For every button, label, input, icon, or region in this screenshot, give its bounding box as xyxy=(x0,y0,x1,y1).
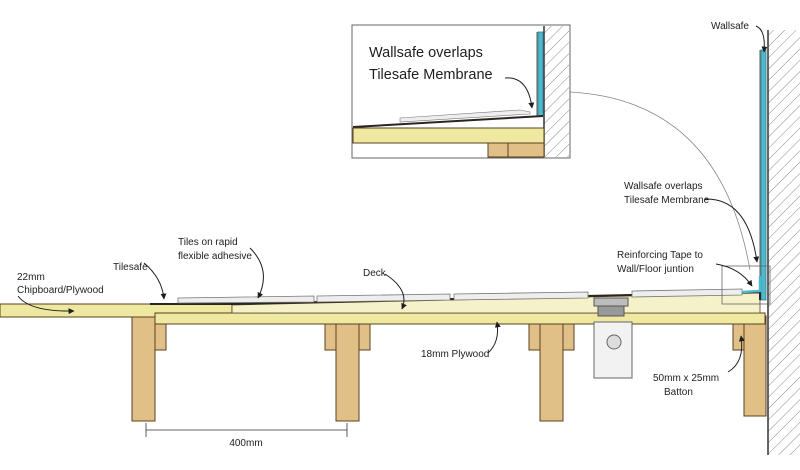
leader-tiles xyxy=(249,247,264,299)
inset-connector xyxy=(569,91,751,271)
joist-4 xyxy=(743,315,767,417)
label-wallsafe: Wallsafe xyxy=(711,21,749,32)
wallsafe-membrane xyxy=(759,49,767,301)
label-deck: Deck xyxy=(363,268,387,279)
label-tiles-line1: Tiles on rapid xyxy=(178,237,238,248)
label-plywood: 18mm Plywood xyxy=(421,349,489,360)
joist-3 xyxy=(539,315,564,422)
leader-tilesafe xyxy=(143,262,167,300)
leader-batton xyxy=(727,335,745,373)
spacing-dimension xyxy=(145,423,348,437)
label-overlap-line1: Wallsafe overlaps xyxy=(624,181,703,192)
label-overlap-line2: Tilesafe Membrane xyxy=(624,195,710,206)
leader-chipboard xyxy=(17,295,75,315)
label-chipboard-line1: 22mm xyxy=(17,272,45,283)
label-inset-line1: Wallsafe overlaps xyxy=(369,45,483,61)
leader-overlap xyxy=(704,198,760,263)
label-tilesafe: Tilesafe xyxy=(113,262,148,273)
leader-inset xyxy=(504,77,535,109)
leader-deck xyxy=(384,273,407,310)
drain xyxy=(593,297,633,379)
joists xyxy=(131,315,767,422)
label-tape-line2: Wall/Floor juntion xyxy=(617,264,694,275)
leader-tape xyxy=(715,263,753,287)
label-tiles-line2: flexible adhesive xyxy=(178,251,252,262)
noggins xyxy=(154,323,745,351)
leader-wallsafe xyxy=(755,25,768,53)
spacing-label: 400mm xyxy=(229,438,262,449)
label-batton-line2: Batton xyxy=(664,387,693,398)
inset-detail xyxy=(351,24,571,159)
label-chipboard-line2: Chipboard/Plywood xyxy=(17,285,104,296)
reinforcing-tape xyxy=(741,276,762,294)
joist-2 xyxy=(335,315,360,422)
tiles xyxy=(177,288,743,304)
plywood-deck xyxy=(154,312,766,325)
joist-1 xyxy=(131,315,156,422)
wall xyxy=(767,30,800,455)
leader-plywood xyxy=(487,321,501,354)
detail-highlight-box xyxy=(721,265,771,305)
label-tape-line1: Reinforcing Tape to xyxy=(617,250,703,261)
label-inset-line2: Tilesafe Membrane xyxy=(369,67,493,83)
label-batton-line1: 50mm x 25mm xyxy=(653,373,719,384)
